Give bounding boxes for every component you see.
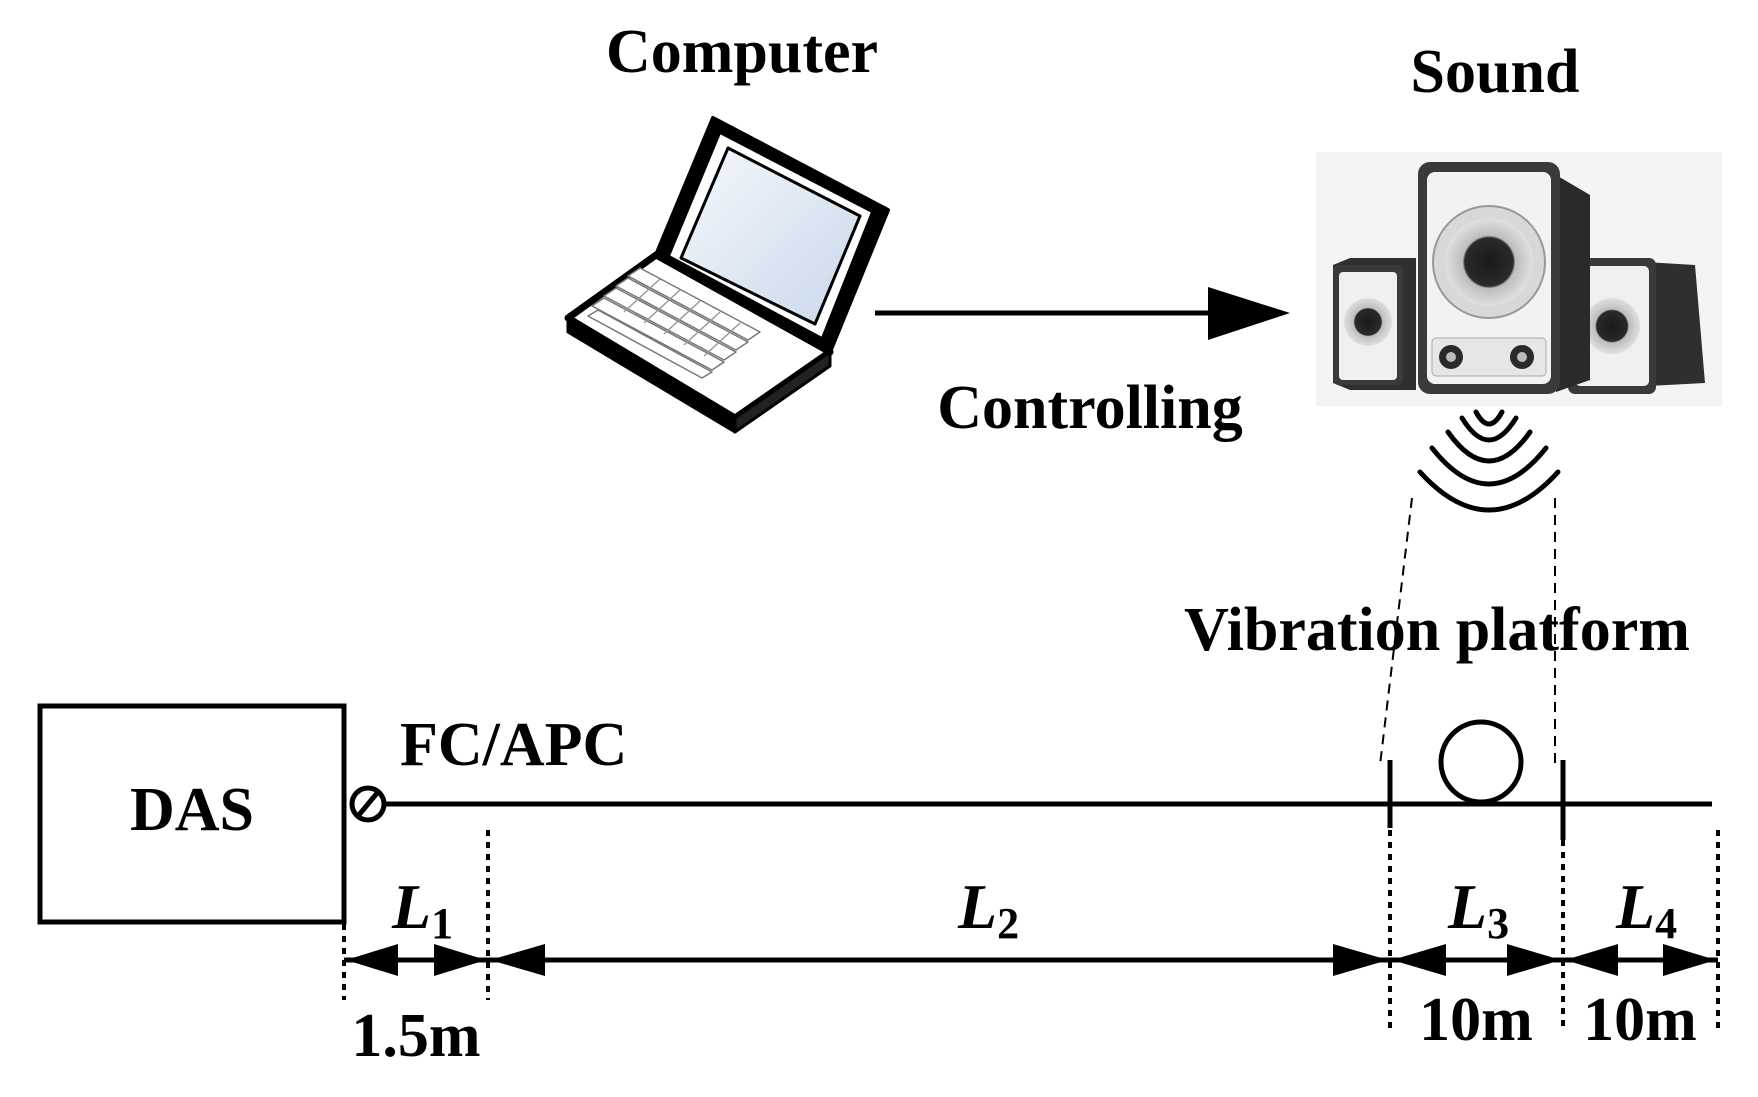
segment-l1-label: L1	[391, 871, 453, 948]
connector-label: FC/APC	[400, 711, 627, 779]
control-arrow	[875, 287, 1290, 340]
laptop-icon	[564, 116, 890, 434]
das-unit: DAS	[37, 703, 347, 925]
computer-label: Computer	[606, 18, 878, 86]
vibration-platform	[1387, 719, 1566, 840]
segment-l3-label: L3	[1447, 871, 1509, 948]
speaker-system-icon	[1316, 152, 1722, 406]
segment-l1-length: 1.5m	[351, 1002, 480, 1070]
segment-l3-length: 10m	[1419, 986, 1533, 1054]
connector-icon	[349, 785, 387, 823]
sound-projection-lines	[1379, 497, 1556, 766]
controlling-label: Controlling	[937, 374, 1242, 442]
dimension-arrows	[344, 944, 1718, 976]
segment-l2-label: L2	[957, 871, 1019, 948]
das-label: DAS	[130, 776, 254, 844]
segment-l4-length: 10m	[1583, 986, 1697, 1054]
vibration-platform-label: Vibration platform	[1184, 596, 1690, 664]
sound-wave-icon	[1417, 409, 1561, 513]
sound-label: Sound	[1411, 38, 1580, 106]
segment-l4-label: L4	[1615, 871, 1677, 948]
